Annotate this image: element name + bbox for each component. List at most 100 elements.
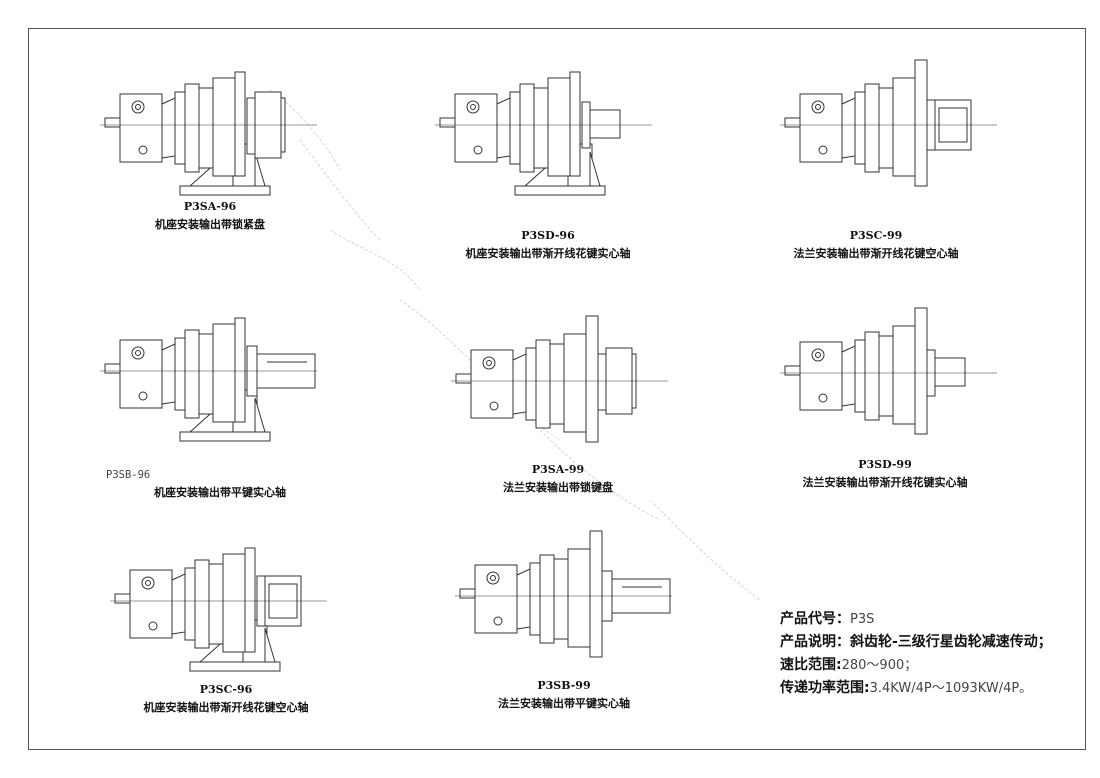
stage-ring	[854, 91, 866, 165]
stage-body	[547, 77, 571, 177]
stage-ring	[208, 563, 224, 645]
stage-ring	[198, 87, 214, 169]
product-code: P3SA-96	[183, 200, 237, 213]
stage-body	[222, 553, 246, 653]
drain-plug-icon	[138, 391, 148, 401]
stage-body	[563, 333, 587, 433]
bolt-icon	[490, 575, 496, 581]
info-code: 产品代号：P3S	[780, 608, 1052, 631]
drain-plug-icon	[489, 401, 499, 411]
cone-housing	[171, 573, 186, 635]
bolt-icon	[135, 350, 141, 356]
product-desc: 法兰安装输出带平键实心轴	[498, 697, 630, 710]
foot-base	[189, 661, 281, 672]
product-code: P3SC-96	[199, 683, 253, 696]
input-shaft	[784, 365, 802, 376]
stage-ring	[198, 333, 214, 415]
product-code: P3SD-96	[521, 229, 575, 242]
product-desc: 机座安装输出带平键实心轴	[154, 486, 286, 499]
gearbox-p3sb-96	[100, 317, 317, 442]
caption-p3sd-96: P3SD-96 机座安装输出带渐开线花键实心轴	[466, 227, 631, 263]
stage-ring	[194, 559, 210, 649]
cone-housing	[161, 343, 176, 405]
stage-body	[567, 548, 591, 648]
drain-plug-icon	[818, 145, 828, 155]
stage-ring	[184, 329, 200, 419]
main-flange	[234, 317, 246, 423]
bolt-icon	[470, 104, 476, 110]
stage-ring	[533, 87, 549, 169]
stage-ring	[539, 554, 555, 644]
info-power: 传递功率范围:3.4KW/4P～1093KW/4P。	[780, 677, 1052, 700]
main-flange	[234, 71, 246, 177]
drain-plug-icon	[818, 393, 828, 403]
product-desc: 机座安装输出带渐开线花键空心轴	[143, 701, 309, 714]
stage-ring	[864, 331, 880, 421]
cone-housing	[516, 568, 531, 630]
stage-ring	[878, 87, 894, 169]
bolt-icon	[815, 352, 821, 358]
bolt-icon	[145, 580, 151, 586]
caption-p3sb-99: P3SB-99 法兰安装输出带平键实心轴	[498, 677, 630, 713]
stage-body	[212, 323, 236, 423]
foot-rib	[264, 627, 276, 663]
gearbox-p3sc-99	[780, 59, 997, 187]
bolt-icon	[815, 104, 821, 110]
cone-housing	[841, 97, 856, 159]
product-desc: 机座安装输出带渐开线花键实心轴	[465, 247, 631, 260]
caption-p3sc-96: P3SC-96 机座安装输出带渐开线花键空心轴	[144, 681, 309, 717]
output-collar	[246, 97, 256, 155]
output-collar	[597, 353, 607, 411]
info-ratio: 速比范围:280～900；	[780, 654, 1052, 677]
product-code: P3SB-99	[537, 679, 591, 692]
gearbox-p3sa-99	[451, 315, 668, 443]
foot-base	[179, 185, 271, 196]
main-flange	[244, 547, 256, 653]
spline-shaft	[589, 109, 621, 139]
stage-ring	[525, 347, 537, 421]
gearbox-p3sc-96	[110, 547, 327, 672]
stage-body	[892, 77, 916, 177]
foot-base	[514, 185, 606, 196]
stage-ring	[854, 339, 866, 413]
mount-flange	[914, 59, 928, 187]
stage-ring	[184, 567, 196, 641]
stage-ring	[519, 83, 535, 173]
stage-ring	[529, 562, 541, 636]
watermark	[269, 89, 761, 601]
input-shaft	[104, 117, 122, 128]
product-desc: 法兰安装输出带渐开线花键空心轴	[793, 247, 959, 260]
product-desc: 法兰安装输出带锁键盘	[503, 481, 613, 494]
mount-flange	[585, 315, 599, 443]
input-shaft	[459, 588, 477, 599]
foot-rib	[589, 151, 601, 187]
stage-ring	[509, 91, 521, 165]
mount-flange	[589, 530, 603, 658]
stage-body	[892, 325, 916, 425]
cone-housing	[161, 97, 176, 159]
foot-base	[179, 431, 271, 442]
spline-shaft	[934, 357, 966, 387]
product-code: P3SB-96	[106, 469, 151, 481]
product-code: P3SC-99	[849, 229, 903, 242]
info-label: 产品代号：	[780, 611, 850, 627]
cone-housing	[841, 345, 856, 407]
stage-ring	[549, 343, 565, 425]
stage-body	[212, 77, 236, 177]
gearbox-p3sd-99	[780, 307, 997, 435]
info-label: 产品说明：	[780, 634, 850, 650]
bolt-icon	[135, 104, 141, 110]
product-code: P3SA-99	[531, 463, 585, 476]
stage-ring	[174, 337, 186, 411]
drain-plug-icon	[473, 145, 483, 155]
drain-plug-icon	[138, 145, 148, 155]
stage-ring	[535, 339, 551, 429]
product-code: P3SD-99	[858, 458, 912, 471]
input-shaft	[439, 117, 457, 128]
input-shaft	[104, 363, 122, 374]
caption-p3sc-99: P3SC-99 法兰安装输出带渐开线花键空心轴	[794, 227, 959, 263]
